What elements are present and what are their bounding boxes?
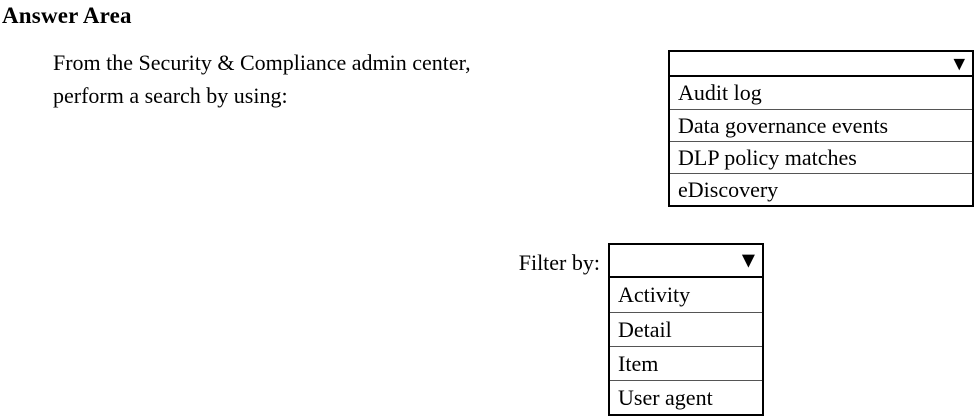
search-type-options-list: Audit log Data governance events DLP pol…	[668, 75, 974, 207]
dropdown-arrow-icon: ▼	[741, 250, 755, 270]
filter-dropdown: ▼ Activity Detail Item User agent	[608, 243, 764, 416]
dropdown-arrow-icon: ▼	[953, 54, 965, 72]
dropdown-option-ediscovery[interactable]: eDiscovery	[670, 173, 972, 205]
dropdown-option-detail[interactable]: Detail	[610, 312, 762, 346]
dropdown-option-user-agent[interactable]: User agent	[610, 380, 762, 414]
answer-area-title: Answer Area	[2, 3, 132, 28]
search-type-select[interactable]: ▼	[668, 50, 974, 77]
dropdown-option-data-governance-events[interactable]: Data governance events	[670, 109, 972, 141]
search-type-dropdown: ▼ Audit log Data governance events DLP p…	[668, 50, 974, 207]
question-text: From the Security & Compliance admin cen…	[53, 46, 471, 112]
filter-by-label: Filter by:	[518, 250, 600, 275]
filter-select[interactable]: ▼	[608, 243, 764, 278]
dropdown-option-activity[interactable]: Activity	[610, 278, 762, 312]
filter-options-list: Activity Detail Item User agent	[608, 276, 764, 416]
question-line-1: From the Security & Compliance admin cen…	[53, 50, 471, 75]
dropdown-option-item[interactable]: Item	[610, 346, 762, 380]
question-line-2: perform a search by using:	[53, 83, 288, 108]
dropdown-option-dlp-policy-matches[interactable]: DLP policy matches	[670, 141, 972, 173]
dropdown-option-audit-log[interactable]: Audit log	[670, 77, 972, 109]
